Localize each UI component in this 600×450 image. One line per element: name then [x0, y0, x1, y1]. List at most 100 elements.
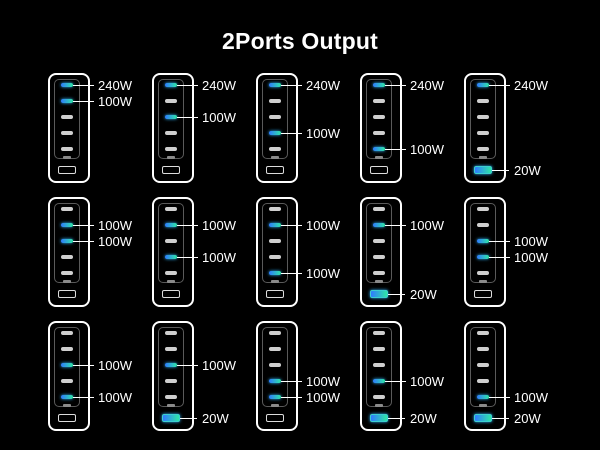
power-label-c2: 100W — [306, 218, 340, 233]
power-label-c3: 100W — [202, 358, 236, 373]
page-title: 2Ports Output — [222, 28, 378, 54]
usb-c-port-c4 — [165, 131, 177, 135]
usb-c-port-c5 — [373, 395, 385, 399]
charger-body — [48, 73, 90, 183]
brand-logo-icon — [479, 280, 487, 283]
usb-c-port-c5-active — [269, 395, 281, 399]
power-label-c3: 100W — [514, 234, 548, 249]
charger-body — [464, 73, 506, 183]
brand-logo-icon — [271, 404, 279, 407]
brand-logo-icon — [63, 156, 71, 159]
leader-line — [73, 225, 94, 226]
power-label-a: 20W — [514, 411, 541, 426]
leader-line — [73, 241, 94, 242]
leader-line — [281, 133, 302, 134]
usb-c-port-c1 — [373, 207, 385, 211]
usb-c-port-c3 — [373, 239, 385, 243]
usb-c-port-c5 — [61, 271, 73, 275]
usb-c-port-c2-active — [373, 223, 385, 227]
usb-c-port-c2 — [477, 223, 489, 227]
usb-c-port-c5 — [373, 271, 385, 275]
leader-line — [492, 170, 509, 171]
usb-c-port-c2-active — [165, 223, 177, 227]
usb-a-port — [266, 166, 284, 174]
usb-a-port — [370, 166, 388, 174]
usb-c-port-c5 — [269, 147, 281, 151]
usb-c-port-c5 — [477, 271, 489, 275]
usb-c-port-c3 — [477, 363, 489, 367]
usb-c-port-c4 — [165, 379, 177, 383]
usb-c-port-c3 — [269, 363, 281, 367]
usb-c-port-c4 — [477, 131, 489, 135]
power-label-c5: 100W — [306, 266, 340, 281]
usb-c-port-c5 — [61, 147, 73, 151]
leader-line — [281, 85, 302, 86]
brand-logo-icon — [167, 280, 175, 283]
power-label-c5: 100W — [410, 142, 444, 157]
power-label-c1: 240W — [410, 78, 444, 93]
usb-c-port-c1-active — [373, 83, 385, 87]
usb-c-port-c5 — [165, 147, 177, 151]
power-label-c3: 100W — [98, 358, 132, 373]
power-label-c4: 100W — [306, 126, 340, 141]
usb-c-port-c3-active — [477, 239, 489, 243]
leader-line — [177, 365, 198, 366]
leader-line — [180, 418, 197, 419]
usb-c-port-c3 — [477, 115, 489, 119]
usb-a-port — [162, 166, 180, 174]
leader-line — [489, 397, 510, 398]
power-label-a: 20W — [410, 287, 437, 302]
power-label-c1: 240W — [98, 78, 132, 93]
usb-a-port-active — [162, 414, 180, 422]
leader-line — [281, 397, 302, 398]
usb-c-port-c3-active — [165, 115, 177, 119]
usb-c-port-c3-active — [61, 239, 73, 243]
charger-body — [152, 73, 194, 183]
leader-line — [73, 365, 94, 366]
power-label-c4: 100W — [514, 250, 548, 265]
usb-c-port-c4 — [61, 379, 73, 383]
usb-a-port-active — [370, 414, 388, 422]
usb-c-port-c1 — [477, 331, 489, 335]
charger-config-c5-a: 100W 20W — [464, 321, 548, 431]
leader-line — [388, 418, 405, 419]
brand-logo-icon — [479, 404, 487, 407]
power-label-a: 20W — [410, 411, 437, 426]
charger-body — [152, 321, 194, 431]
usb-c-port-c5 — [165, 271, 177, 275]
usb-c-port-c1 — [165, 331, 177, 335]
usb-a-port — [266, 290, 284, 298]
leader-line — [177, 225, 198, 226]
charger-body — [48, 321, 90, 431]
power-label-c4: 100W — [306, 374, 340, 389]
leader-line — [385, 225, 406, 226]
leader-line — [177, 85, 198, 86]
usb-c-port-c2-active — [269, 223, 281, 227]
brand-logo-icon — [63, 280, 71, 283]
charger-body — [256, 197, 298, 307]
usb-c-port-c4-active — [373, 379, 385, 383]
usb-c-port-c4-active — [269, 131, 281, 135]
usb-c-port-c2 — [165, 99, 177, 103]
usb-c-port-c3 — [165, 239, 177, 243]
power-label-c1: 240W — [514, 78, 548, 93]
power-label-c1: 240W — [306, 78, 340, 93]
leader-line — [492, 418, 509, 419]
charger-body — [256, 73, 298, 183]
charger-body — [464, 197, 506, 307]
usb-c-port-c1 — [269, 331, 281, 335]
usb-c-port-c1 — [373, 331, 385, 335]
usb-c-port-c4 — [269, 255, 281, 259]
usb-c-port-c5-active — [373, 147, 385, 151]
usb-a-port — [58, 290, 76, 298]
power-label-c5: 100W — [514, 390, 548, 405]
usb-c-port-c3 — [269, 115, 281, 119]
power-label-c3: 100W — [98, 234, 132, 249]
leader-line — [281, 225, 302, 226]
brand-logo-icon — [375, 404, 383, 407]
